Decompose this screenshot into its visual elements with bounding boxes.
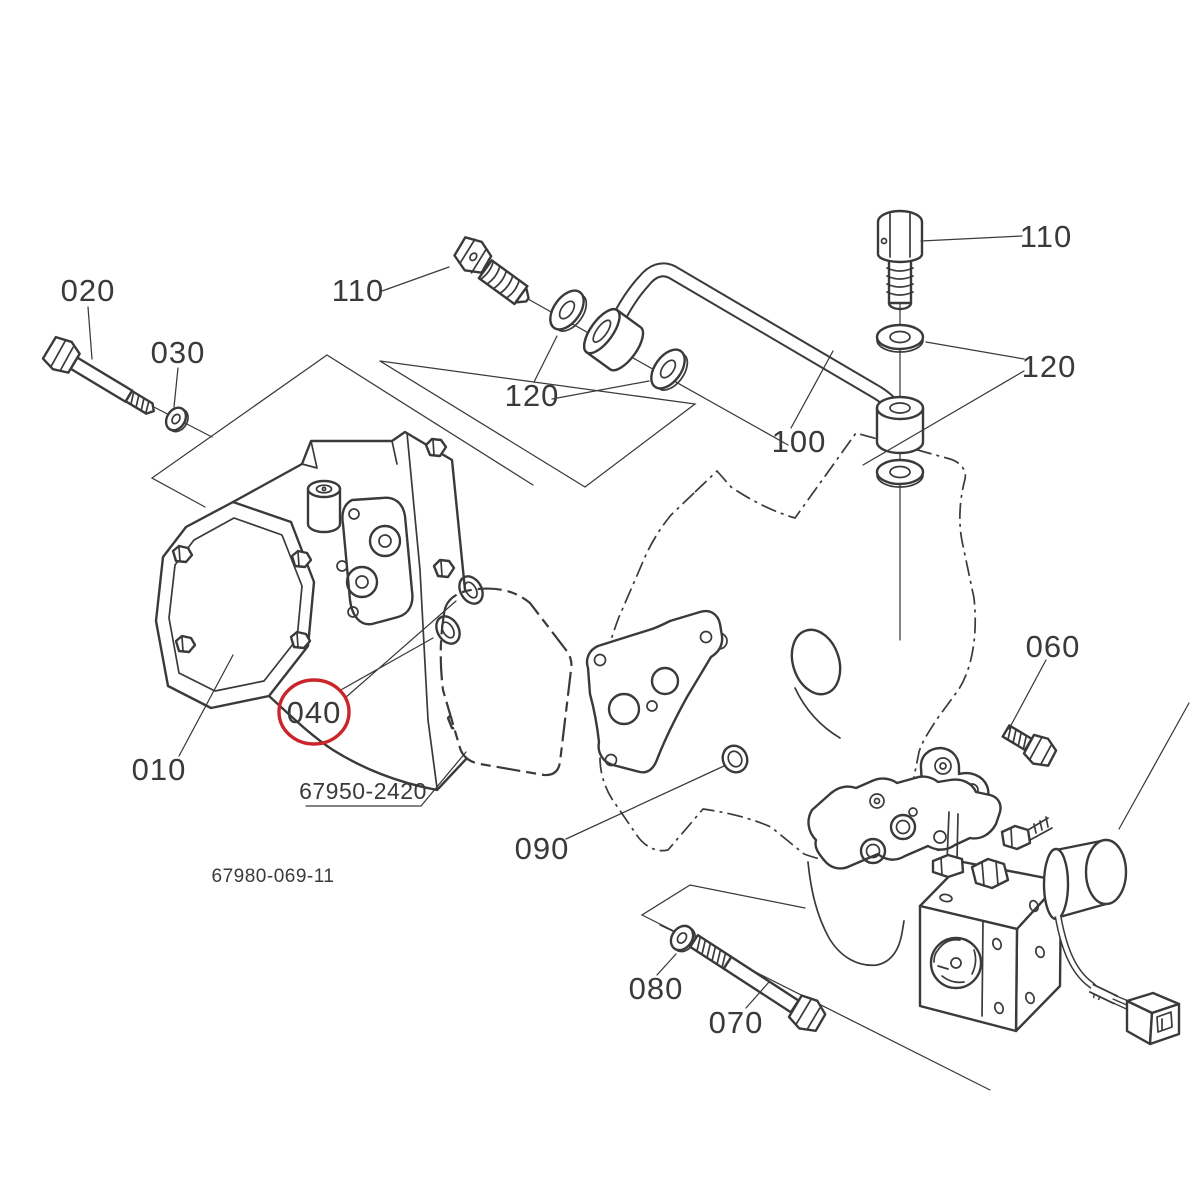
valve-block: [918, 860, 1063, 1033]
callout-030: 030: [151, 335, 206, 370]
pump-top-boss: [306, 479, 342, 534]
callout-100: 100: [772, 424, 827, 459]
sealing-washer-icon: [650, 348, 689, 391]
sealing-washer-icon: [875, 458, 925, 488]
callout-090: 090: [515, 831, 570, 866]
callout-110-right: 110: [1020, 219, 1072, 254]
wire-connector: [1125, 991, 1181, 1046]
callout-010: 010: [132, 752, 187, 787]
cover-bolt-icon: [289, 630, 312, 650]
right-banjo-stack: [875, 209, 925, 488]
hex-bolt-060: [1001, 724, 1058, 767]
callout-080: 080: [629, 971, 684, 1006]
washer-030: [164, 406, 189, 433]
solenoid: [1042, 838, 1128, 921]
leader-lines: [87, 235, 1047, 1009]
joint-bolt-icon: [876, 209, 924, 311]
drawing-number: 67980-069-11: [212, 866, 335, 887]
bracket-plate: [807, 775, 1002, 870]
valve-assembly: [807, 702, 1190, 1046]
gasket: [585, 610, 724, 774]
cover-bolt-icon: [171, 544, 194, 564]
delivery-pipe: [605, 262, 905, 417]
o-ring-040-a: [458, 575, 484, 605]
callout-060: 060: [1026, 629, 1081, 664]
pipe-eye-fitting: [582, 307, 645, 372]
cover-bolt-icon: [174, 634, 197, 654]
callout-040-highlighted: 040: [287, 695, 342, 730]
hydraulic-pump: [154, 430, 472, 792]
cover-plate: [439, 587, 573, 777]
case-boss: [790, 628, 842, 739]
callout-120-right: 120: [1022, 349, 1077, 384]
washer-080: [669, 924, 696, 953]
callout-110-left: 110: [332, 273, 384, 308]
left-banjo-stack: [453, 236, 689, 391]
callout-120-left: 120: [505, 378, 560, 413]
highlight-circle-040: [277, 678, 351, 746]
hex-bolt-070: [688, 933, 827, 1032]
cover-bolt-icon: [290, 549, 313, 569]
hex-bolt-020: [41, 335, 155, 415]
joint-bolt-icon: [453, 236, 530, 306]
pump-gasket-face: [336, 496, 414, 626]
pump-front-cover: [154, 500, 316, 710]
sealing-washer-icon: [875, 323, 925, 353]
o-ring-040-b: [435, 615, 461, 645]
valve-boss: [929, 936, 983, 990]
callout-labels: 020 030 110 120 100 110 120 040 010 090 …: [61, 219, 1081, 1040]
callout-020: 020: [61, 273, 116, 308]
cover-plate-part-number: 67950-2420: [299, 778, 427, 804]
solenoid-pointer-line: [1118, 702, 1190, 830]
pipe-eye-fitting: [875, 395, 925, 455]
sealing-washer-icon: [549, 289, 588, 332]
hex-fittings: [931, 816, 1053, 890]
o-ring-090: [721, 744, 749, 774]
case-bottom-tongue: [807, 861, 905, 967]
callout-070: 070: [709, 1005, 764, 1040]
solenoid-wire: [1054, 915, 1139, 1013]
